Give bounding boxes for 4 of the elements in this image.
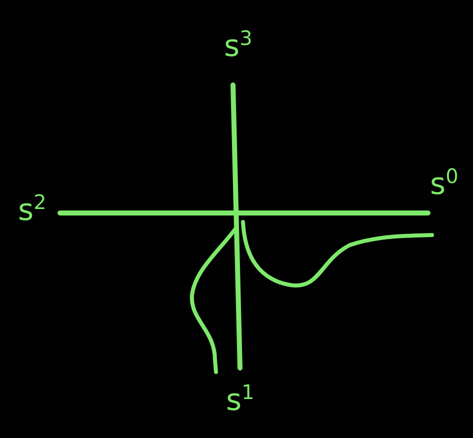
axis-label: s$^{1}$ bbox=[226, 382, 254, 416]
axis-label: s$^{3}$ bbox=[224, 28, 252, 62]
axis-label: s$^{2}$ bbox=[18, 192, 46, 226]
axis-label: s$^{0}$ bbox=[430, 166, 458, 200]
